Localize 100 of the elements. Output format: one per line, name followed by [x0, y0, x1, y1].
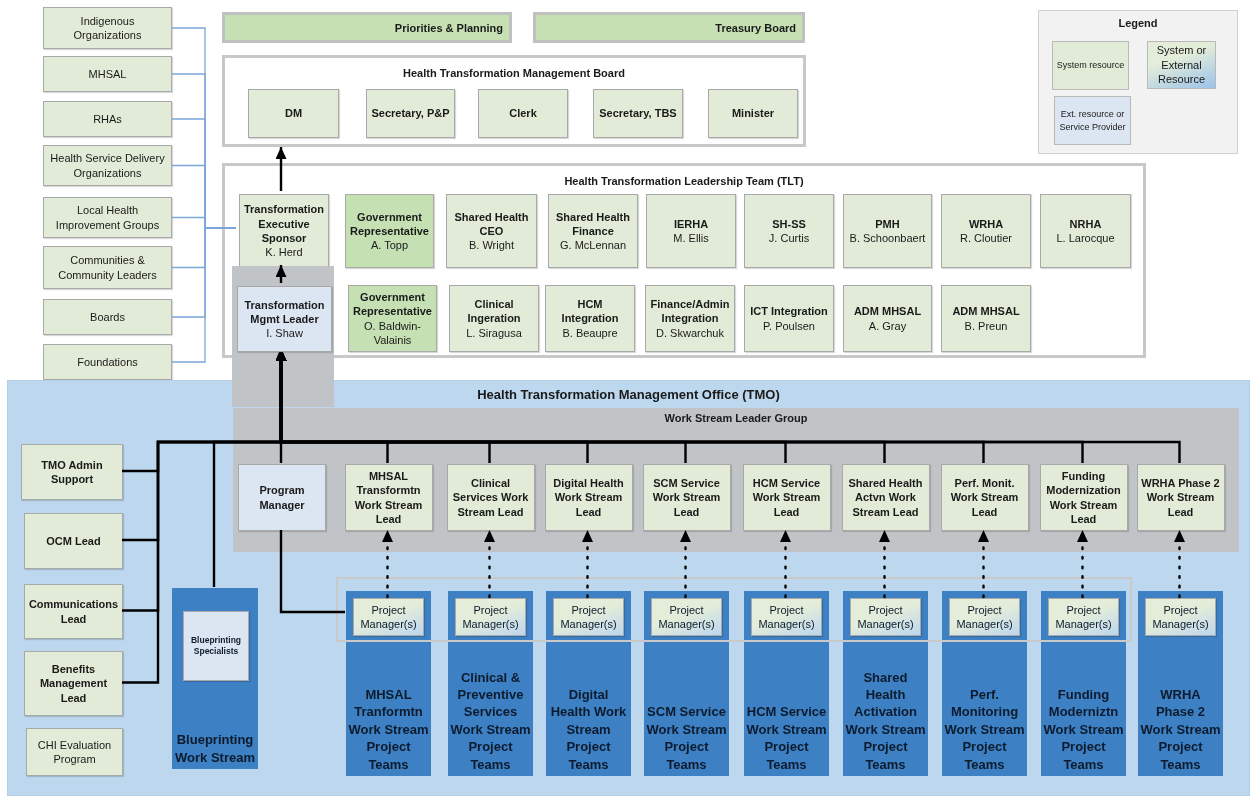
role-title: TMO Admin Support [40, 457, 104, 487]
committee-title: Priorities & Planning [394, 21, 503, 34]
role-title: CHI Evaluation Program [36, 737, 113, 767]
role-title: Government Representative [352, 289, 433, 319]
role-box [1048, 598, 1119, 636]
panel-title: Health Transformation Leadership Team (TLT) [563, 174, 805, 187]
arrow [978, 528, 989, 599]
arrow [382, 528, 393, 599]
team-column [1138, 591, 1223, 776]
arrow [275, 147, 287, 191]
role-box [43, 299, 172, 335]
role-title: Clinical Ingeration [466, 297, 522, 326]
role-title: Benefits Management Lead [38, 662, 109, 705]
team-label: Perf. Monitoring Work Stream Project Teams [944, 685, 1025, 773]
role-title: Digital Health Work Stream Lead [552, 476, 625, 519]
role-box [478, 89, 568, 138]
board-panel [222, 163, 1146, 358]
role-title: WRHA Phase 2 Work Stream Lead [1140, 476, 1221, 519]
role-box [941, 285, 1031, 352]
team-column [346, 591, 431, 776]
team-column [744, 591, 829, 776]
arrow [879, 528, 890, 599]
team-column [942, 591, 1027, 776]
role-box [348, 285, 437, 352]
role-title: DM [284, 106, 303, 121]
role-box [545, 285, 635, 352]
role-box [238, 464, 326, 531]
committee-bar [533, 12, 805, 43]
role-box [642, 464, 731, 531]
role-box [651, 598, 722, 636]
person-name: B. Schoonbaert [849, 231, 926, 246]
team-label: HCM Service Work Stream Project Teams [746, 703, 827, 773]
arrow [680, 528, 691, 599]
team-label: MHSAL Tranformtn Work Stream Project Teams [348, 685, 429, 773]
team-label: Clinical & Preventive Services Work Stream Project Teams [450, 668, 531, 773]
role-title: ADM MHSAL [853, 304, 922, 319]
role-box [43, 56, 172, 92]
legend-text: Ext. resource or Service Provider [1058, 108, 1127, 133]
role-title: Project Manager(s) [461, 602, 520, 632]
role-box [43, 101, 172, 137]
role-title: ADM MHSAL [952, 304, 1020, 319]
arrow [484, 528, 495, 599]
role-title: Project Manager(s) [757, 602, 816, 632]
role-box [26, 728, 123, 776]
team-column [1041, 591, 1126, 776]
role-title: OCM Lead [46, 533, 101, 549]
role-box [744, 194, 834, 268]
arrow [780, 528, 791, 599]
role-title: IERHA [673, 216, 709, 231]
role-title: Perf. Monit. Work Stream Lead [949, 476, 1020, 519]
role-title: Shared Health Finance [555, 209, 631, 239]
board-panel [222, 55, 806, 147]
role-box [744, 285, 834, 352]
arrow [1174, 528, 1185, 599]
role-title: Project Manager(s) [559, 602, 618, 632]
role-title: ICT Integration [750, 304, 828, 319]
role-title: Government Representative [349, 209, 430, 239]
role-box [239, 194, 329, 268]
role-box [43, 7, 172, 49]
role-box [553, 598, 624, 636]
role-title: Program Manager [258, 483, 306, 512]
role-title: RHAs [93, 111, 122, 127]
role-box [449, 285, 539, 352]
legend-text: System resource [1056, 59, 1125, 72]
person-name: L. Siragusa [466, 325, 522, 340]
role-title: Project Manager(s) [955, 602, 1014, 632]
role-title: Project Manager(s) [1054, 602, 1113, 632]
role-box [544, 464, 633, 531]
role-title: Clinical Services Work Stream Lead [451, 476, 530, 519]
person-name: D. Skwarchuk [656, 325, 724, 340]
role-title: SCM Service Work Stream Lead [651, 476, 722, 519]
team-column [546, 591, 631, 776]
team-label: Digital Health Work Stream Project Teams [549, 685, 628, 773]
person-name: G. McLennan [559, 238, 626, 253]
role-box [1136, 464, 1225, 531]
person-name: P. Poulsen [763, 318, 815, 333]
role-box [248, 89, 339, 138]
role-title: Foundations [77, 354, 138, 370]
role-box [344, 464, 433, 531]
person-name: O. Baldwin-Valainis [363, 318, 422, 348]
role-title: MHSAL [88, 66, 127, 82]
role-box [21, 444, 123, 500]
role-box [548, 194, 638, 268]
person-name: J. Curtis [768, 231, 810, 246]
team-column [644, 591, 729, 776]
person-name: B. Beaupre [562, 325, 618, 340]
role-title: Shared Health CEO [453, 209, 530, 239]
panel-title: Work Stream Leader Group [663, 411, 809, 424]
team-label: Funding Moderniztn Work Stream Project Teams [1043, 685, 1124, 773]
person-name: I. Shaw [266, 326, 303, 341]
committee-title: Treasury Board [715, 21, 796, 34]
role-box [949, 598, 1020, 636]
role-box [183, 611, 249, 681]
arrow [582, 528, 593, 599]
person-name: R. Cloutier [960, 231, 1012, 246]
role-title: Shared Health Actvn Work Stream Lead [847, 476, 924, 519]
legend-text: System or External Resource [1155, 42, 1208, 88]
role-title: PMH [875, 216, 900, 231]
team-column [172, 588, 258, 769]
person-name: K. Herd [265, 245, 303, 260]
